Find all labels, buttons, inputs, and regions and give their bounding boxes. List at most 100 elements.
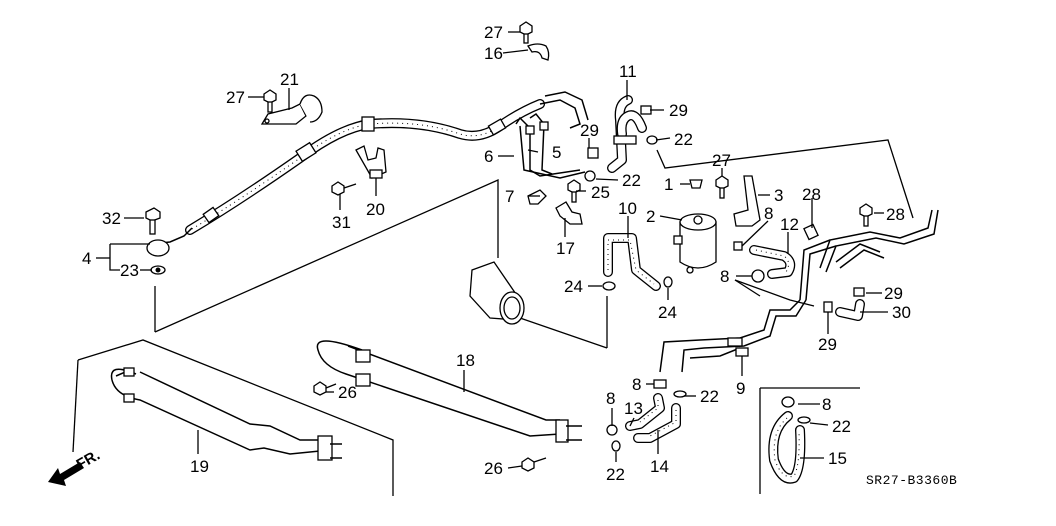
hose-15 [768, 411, 806, 484]
callout-21: 21 [280, 70, 299, 89]
bolt-26-b [521, 457, 547, 472]
hose-11 [607, 95, 647, 173]
callout-3: 3 [774, 186, 783, 205]
bolt-32 [145, 207, 161, 235]
hose-14 [633, 403, 681, 443]
hose-12 [749, 245, 796, 279]
clamp-bracket-21 [260, 94, 323, 125]
hose-30 [835, 299, 865, 321]
callout-28: 28 [802, 185, 821, 204]
callout-10: 10 [618, 199, 637, 218]
callout-22: 22 [832, 417, 851, 436]
callout-15: 15 [828, 449, 847, 468]
clamp-24-a [602, 281, 616, 291]
callout-1: 1 [664, 175, 673, 194]
callout-8: 8 [822, 395, 831, 414]
hose-10 [603, 233, 661, 291]
pipe-bundle-right [799, 209, 939, 301]
clamp-24-b [663, 276, 673, 288]
callout-26: 26 [338, 383, 357, 402]
cooler-pipe-19 [110, 367, 342, 461]
clamp-8-b [751, 269, 765, 283]
callout-2: 2 [646, 207, 655, 226]
reservoir-2 [673, 213, 717, 274]
arrow-icon [48, 462, 84, 486]
bolt-27-left [263, 89, 277, 113]
clamp-8-d [606, 424, 618, 436]
clip-22-top [646, 135, 658, 145]
callout-27: 27 [484, 23, 503, 42]
callout-27: 27 [226, 88, 245, 107]
callout-8: 8 [606, 389, 615, 408]
callout-24: 24 [564, 277, 583, 296]
pressure-hose-assembly [149, 91, 589, 245]
nut-29-mid [587, 147, 599, 159]
bolt-27-right [715, 175, 729, 199]
callout-32: 32 [102, 209, 121, 228]
callout-22: 22 [622, 171, 641, 190]
callout-leaders [96, 31, 888, 469]
callout-23: 23 [120, 261, 139, 280]
bolt-28-b [859, 203, 873, 227]
callout-16: 16 [484, 44, 503, 63]
callout-25: 25 [591, 183, 610, 202]
bolt-31 [331, 181, 357, 196]
clip-22-d [611, 440, 621, 452]
callout-26: 26 [484, 459, 503, 478]
pipes-5-6 [515, 112, 586, 179]
bracket-17 [555, 201, 583, 225]
callout-30: 30 [892, 303, 911, 322]
callout-31: 31 [332, 213, 351, 232]
clamp-20 [355, 145, 387, 179]
clamp-8-c [653, 379, 667, 389]
fitting-4 [146, 239, 170, 275]
callout-5: 5 [552, 143, 561, 162]
callout-29: 29 [669, 101, 688, 120]
bracket-3 [733, 175, 761, 227]
callout-20: 20 [366, 200, 385, 219]
callout-labels: 27 16 11 29 22 27 21 6 5 29 22 1 27 3 28… [82, 23, 911, 484]
callout-8: 8 [764, 204, 773, 223]
pipe-assembly-9 [659, 299, 807, 373]
fitting-28-a [803, 223, 819, 241]
callout-7: 7 [505, 187, 514, 206]
callout-22: 22 [700, 387, 719, 406]
callout-13: 13 [624, 399, 643, 418]
front-direction-arrow: FR. [48, 447, 103, 486]
clamp-8-a [733, 241, 743, 251]
nut-29-top [640, 105, 652, 115]
callout-29: 29 [884, 284, 903, 303]
clip-22-c [673, 390, 687, 398]
detail-frame-lines [72, 139, 914, 496]
clip-22-mid [584, 170, 596, 182]
callout-14: 14 [650, 457, 669, 476]
callout-24: 24 [658, 303, 677, 322]
nut-29-right [853, 287, 865, 297]
drawing-code: SR27-B3360B [866, 473, 957, 488]
callout-22: 22 [606, 465, 625, 484]
callout-9: 9 [736, 379, 745, 398]
callout-8: 8 [720, 267, 729, 286]
clamp-8-e [781, 396, 795, 408]
callout-6: 6 [484, 147, 493, 166]
callout-8: 8 [632, 375, 641, 394]
cooler-pipe-18 [316, 340, 582, 443]
callout-17: 17 [556, 239, 575, 258]
callout-28: 28 [886, 205, 905, 224]
callout-29: 29 [818, 335, 837, 354]
cap-1 [689, 179, 703, 189]
nut-29-lower [823, 301, 833, 313]
callout-11: 11 [619, 62, 637, 81]
hose-13 [625, 393, 665, 431]
clip-7 [527, 189, 547, 205]
canister-sleeve [469, 261, 525, 325]
callout-19: 19 [190, 457, 209, 476]
clamp-16 [527, 43, 550, 61]
clip-22-e [797, 416, 811, 424]
callout-12: 12 [780, 215, 799, 234]
callout-22: 22 [674, 130, 693, 149]
bolt-27-top [519, 21, 533, 44]
bolt-25 [567, 179, 581, 203]
callout-27: 27 [712, 151, 731, 170]
